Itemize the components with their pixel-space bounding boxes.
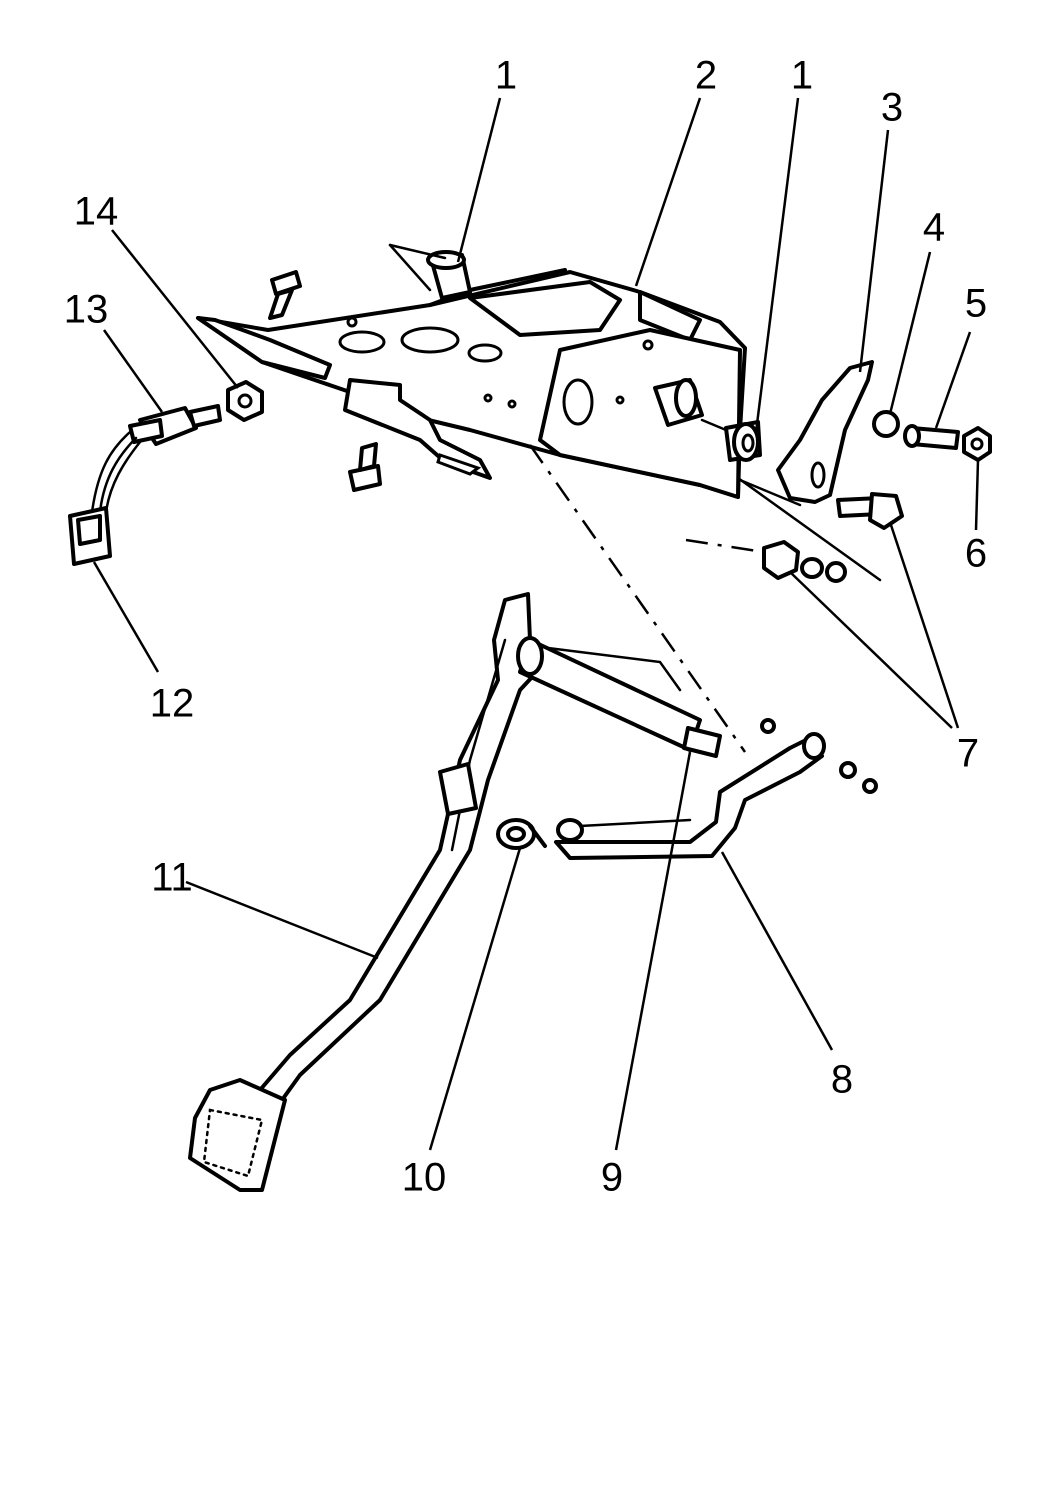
callout-14: 14	[74, 190, 119, 234]
bolt	[903, 424, 960, 450]
pivot-bushing-left	[388, 243, 472, 300]
callout-12: 12	[150, 682, 195, 726]
callout-3: 3	[881, 86, 903, 130]
pedal-assist-lever	[554, 718, 878, 860]
pedal-switch	[128, 404, 222, 446]
pivot-axis-line	[685, 538, 765, 554]
washer	[872, 410, 900, 438]
switch-wiring	[90, 430, 142, 514]
callout-1-left: 1	[495, 54, 517, 98]
callout-8: 8	[831, 1058, 853, 1102]
switch-connector	[68, 506, 112, 566]
callout-5: 5	[965, 282, 987, 326]
callout-6: 6	[965, 532, 987, 576]
pivot-bushing-right	[700, 418, 762, 462]
callout-1-right: 1	[791, 54, 813, 98]
bracket-bolt-upper	[268, 270, 302, 320]
switch-nut	[226, 380, 264, 422]
stop-bracket	[738, 360, 874, 507]
nut	[962, 426, 992, 462]
callout-labels: 1 2 1 3 4 5 6 7 8 9 10 11 12 13 14	[64, 54, 987, 1200]
callout-11: 11	[151, 856, 193, 900]
callout-10: 10	[402, 1156, 447, 1200]
callout-2: 2	[695, 54, 717, 98]
pivot-axis-guide	[736, 476, 882, 582]
callout-9: 9	[601, 1156, 623, 1200]
assembly-alignment-line	[528, 444, 747, 753]
return-spring	[496, 818, 547, 850]
leader-lines	[92, 97, 980, 1151]
callout-13: 13	[64, 288, 109, 332]
callout-7: 7	[957, 732, 979, 776]
pedal-pad	[188, 1078, 287, 1192]
pedal-pivot-shaft	[516, 636, 722, 758]
pivot-bolt	[836, 492, 904, 530]
bracket-bolt-lower	[348, 442, 382, 492]
callout-4: 4	[923, 206, 945, 250]
pedal-mounting-bracket	[196, 268, 747, 499]
pivot-nut-and-washers	[762, 540, 847, 583]
